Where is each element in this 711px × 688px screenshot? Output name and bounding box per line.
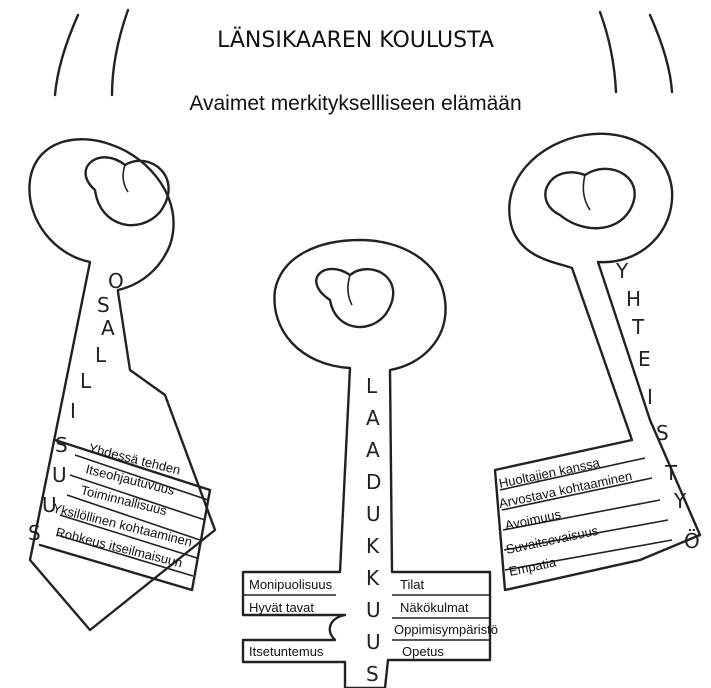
middle-left-item: Hyvät tavat [249, 600, 314, 615]
middle-letter: K [366, 534, 380, 558]
middle-key-items: Monipuolisuus Hyvät tavat Itsetuntemus T… [249, 577, 498, 659]
right-letter: E [638, 347, 651, 371]
left-key-hole [84, 156, 170, 227]
middle-letter: K [366, 566, 380, 590]
middle-letter: D [366, 470, 381, 494]
right-key-hole [544, 167, 636, 230]
middle-left-item: Monipuolisuus [249, 577, 333, 592]
arc-left-inner [110, 8, 130, 97]
middle-letter: U [366, 598, 381, 622]
left-key [28, 138, 217, 632]
left-letter: S [97, 293, 110, 317]
right-letter: Y [615, 259, 629, 283]
middle-letter: A [366, 406, 380, 430]
left-letter: L [80, 369, 92, 393]
middle-letter: L [366, 374, 378, 398]
middle-key-outline [241, 238, 492, 688]
middle-right-item: Oppimisympäristö [394, 622, 498, 637]
right-key-outline [493, 132, 702, 592]
middle-key-hole [315, 267, 395, 329]
middle-letter: S [366, 662, 379, 686]
right-key-bump [582, 174, 591, 211]
arc-left-outer [53, 13, 80, 97]
arc-right-inner [598, 10, 618, 94]
left-key-bump [122, 164, 129, 193]
left-letter: L [95, 343, 107, 367]
left-letter: S [55, 433, 68, 457]
middle-key-letters: L A A D U K K U U S [366, 374, 381, 686]
middle-letter: U [366, 630, 381, 654]
right-letter: T [631, 315, 645, 339]
diagram-subtitle: Avaimet merkityksellliseen elämään [189, 92, 522, 115]
right-letter: T [664, 461, 678, 485]
left-letter: A [101, 316, 115, 340]
middle-right-item: Tilat [400, 577, 424, 592]
left-letter: U [42, 493, 57, 517]
middle-key [241, 238, 492, 688]
middle-key-bump [347, 274, 353, 306]
middle-right-item: Opetus [402, 644, 444, 659]
right-letter: Y [673, 489, 687, 513]
left-letter: U [52, 463, 67, 487]
arc-right-outer [648, 13, 674, 94]
right-key [493, 132, 702, 592]
left-key-letters: O S A L L I S U U S [28, 269, 124, 545]
right-letter: I [647, 385, 653, 409]
middle-letter: A [366, 438, 380, 462]
left-key-outline [28, 138, 217, 632]
right-key-letters: Y H T E I S T Y Ö [615, 259, 700, 553]
middle-letter: U [366, 502, 381, 526]
left-key-bit [38, 438, 212, 592]
diagram-title: LÄNSIKAAREN KOULUSTA [217, 28, 494, 53]
right-letter: H [626, 287, 641, 311]
right-item: Empatia [508, 554, 559, 579]
middle-left-item: Itsetuntemus [249, 644, 324, 659]
right-key-items: Huoltajien kanssa Arvostava kohtaaminen … [498, 455, 634, 579]
right-letter: Ö [684, 529, 700, 553]
left-letter: S [28, 521, 41, 545]
left-letter: I [70, 399, 76, 423]
right-letter: S [656, 421, 669, 445]
middle-right-item: Näkökulmat [400, 600, 469, 615]
left-letter: O [108, 269, 124, 293]
right-item: Avoimuus [504, 506, 563, 533]
